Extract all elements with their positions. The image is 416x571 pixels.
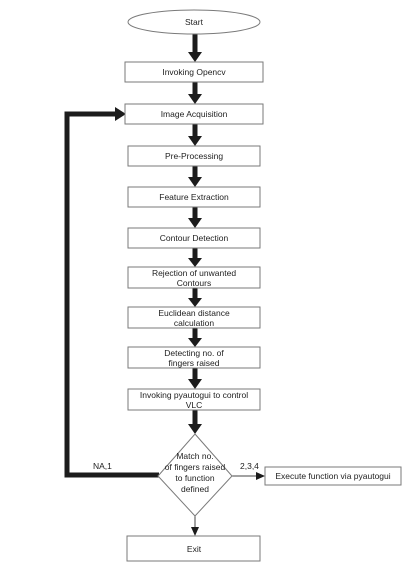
detecting-label-line-1: Detecting no. of [164,348,224,358]
image-acquisition-node: Image Acquisition [124,103,264,125]
euclidean-label-line-2: calculation [174,318,214,328]
start-label: Start [185,17,204,27]
invoking-pyautogui-label-line-1: Invoking pyautogui to control [140,390,248,400]
exit-node: Exit [126,535,261,562]
rejection-label-line-2: Contours [177,278,212,288]
loop-back-connector [64,111,159,478]
decision-node: Match no. of fingers raised to function … [157,433,233,517]
invoking-pyautogui-label-line-2: VLC [186,400,203,410]
decision-label-line-4: defined [181,484,209,494]
contour-detection-label: Contour Detection [160,233,229,243]
pre-processing-node: Pre-Processing [127,145,261,167]
image-acquisition-label: Image Acquisition [161,109,228,119]
decision-label-line-1: Match no. [176,451,213,461]
decision-label-line-2: of fingers raised [165,462,226,472]
decision-label-line-3: to function [175,473,214,483]
euclidean-node: Euclidean distance calculation [127,306,261,329]
execute-node: Execute function via pyautogui [264,466,402,486]
feature-extraction-node: Feature Extraction [127,186,261,208]
exit-label: Exit [187,544,202,554]
rejection-label-line-1: Rejection of unwanted [152,268,236,278]
execute-label: Execute function via pyautogui [275,471,390,481]
rejection-node: Rejection of unwanted Contours [127,266,261,289]
euclidean-label-line-1: Euclidean distance [158,308,230,318]
pre-processing-label: Pre-Processing [165,151,223,161]
invoking-pyautogui-node: Invoking pyautogui to control VLC [127,388,261,411]
yes-edge-label: 2,3,4 [240,461,259,471]
invoking-opencv-label: Invoking Opencv [162,67,226,77]
detecting-node: Detecting no. of fingers raised [127,346,261,369]
contour-detection-node: Contour Detection [127,227,261,249]
loop-edge-label: NA,1 [93,461,112,471]
feature-extraction-label: Feature Extraction [159,192,229,202]
connectors [64,32,265,536]
start-node: Start [127,9,261,35]
detecting-label-line-2: fingers raised [168,358,219,368]
invoking-opencv-node: Invoking Opencv [124,61,264,83]
